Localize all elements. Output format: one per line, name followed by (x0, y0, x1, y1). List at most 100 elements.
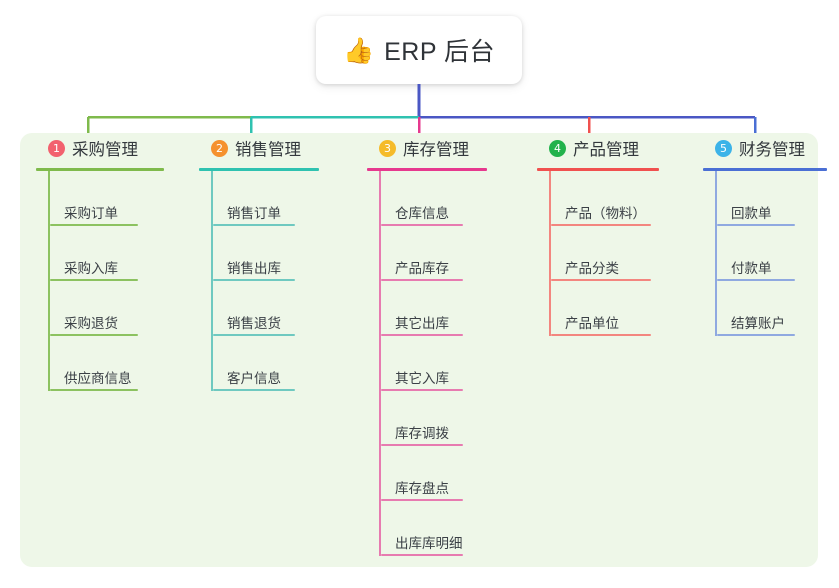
leaf-item-rule (381, 499, 463, 501)
diagram-panel: 1 采购管理采购订单采购入库采购退货供应商信息 2 销售管理销售订单销售出库销售退货客… (20, 133, 827, 567)
column-number-badge: 5 (715, 139, 732, 157)
leaf-item[interactable]: 销售退货 (213, 281, 319, 336)
leaf-item-label: 销售订单 (227, 206, 281, 221)
column-title: 库存管理 (403, 141, 469, 159)
leaf-item-rule (717, 224, 795, 226)
leaf-item[interactable]: 仓库信息 (381, 171, 487, 226)
leaf-item[interactable]: 采购入库 (50, 226, 164, 281)
thumbs-up-icon: 👍 (342, 36, 375, 65)
leaf-item-label: 产品（物料） (565, 206, 646, 221)
leaf-item[interactable]: 库存调拨 (381, 391, 487, 446)
leaf-item-label: 销售出库 (227, 261, 281, 276)
leaf-item[interactable]: 其它入库 (381, 336, 487, 391)
column-items: 销售订单销售出库销售退货客户信息 (195, 171, 319, 391)
leaf-item[interactable]: 采购订单 (50, 171, 164, 226)
leaf-item[interactable]: 供应商信息 (50, 336, 164, 391)
column-items: 采购订单采购入库采购退货供应商信息 (32, 171, 164, 391)
leaf-item[interactable]: 库存盘点 (381, 446, 487, 501)
leaf-item-label: 采购入库 (64, 261, 118, 276)
leaf-item-label: 库存调拨 (395, 426, 449, 441)
leaf-item-rule (213, 279, 295, 281)
column-rule (703, 168, 827, 171)
column-3: 3 库存管理仓库信息产品库存其它出库其它入库库存调拨库存盘点出库库明细 (363, 133, 487, 556)
column-spine (549, 171, 551, 336)
column-spine (211, 171, 213, 391)
leaf-item-rule (50, 279, 138, 281)
column-5: 5 财务管理回款单付款单结算账户 (699, 133, 827, 336)
column-spine (48, 171, 50, 391)
leaf-item-label: 销售退货 (227, 316, 281, 331)
leaf-item-label: 出库库明细 (395, 536, 463, 551)
column-header-3[interactable]: 3 库存管理 (363, 133, 487, 163)
column-number-badge: 4 (549, 139, 566, 157)
leaf-item[interactable]: 客户信息 (213, 336, 319, 391)
column-title: 销售管理 (235, 141, 301, 159)
leaf-item-rule (381, 444, 463, 446)
column-number-badge: 2 (211, 139, 228, 157)
column-items: 仓库信息产品库存其它出库其它入库库存调拨库存盘点出库库明细 (363, 171, 487, 556)
column-rule (199, 168, 319, 171)
leaf-item-rule (213, 224, 295, 226)
leaf-item-rule (381, 224, 463, 226)
column-rule (36, 168, 164, 171)
leaf-item-rule (213, 334, 295, 336)
column-header-5[interactable]: 5 财务管理 (699, 133, 827, 163)
leaf-item[interactable]: 产品分类 (551, 226, 659, 281)
leaf-item-rule (551, 334, 651, 336)
leaf-item-label: 产品单位 (565, 316, 619, 331)
leaf-item-label: 付款单 (731, 261, 772, 276)
column-header-2[interactable]: 2 销售管理 (195, 133, 319, 163)
leaf-item-rule (551, 279, 651, 281)
leaf-item-rule (551, 224, 651, 226)
leaf-item[interactable]: 销售出库 (213, 226, 319, 281)
column-spine (715, 171, 717, 336)
root-node-card: 👍 ERP 后台 (316, 16, 522, 84)
column-4: 4 产品管理产品（物料） 产品分类产品单位 (533, 133, 659, 336)
column-header-1[interactable]: 1 采购管理 (32, 133, 164, 163)
leaf-item-rule (381, 279, 463, 281)
leaf-item[interactable]: 产品（物料） (551, 171, 659, 226)
leaf-item[interactable]: 采购退货 (50, 281, 164, 336)
page-title: ERP 后台 (384, 38, 496, 66)
leaf-item-label: 结算账户 (731, 316, 785, 331)
leaf-item-label: 供应商信息 (64, 371, 132, 386)
leaf-item[interactable]: 付款单 (717, 226, 827, 281)
leaf-item[interactable]: 回款单 (717, 171, 827, 226)
leaf-item-label: 回款单 (731, 206, 772, 221)
leaf-item-rule (381, 334, 463, 336)
leaf-item-label: 其它入库 (395, 371, 449, 386)
leaf-item-label: 采购订单 (64, 206, 118, 221)
leaf-item[interactable]: 其它出库 (381, 281, 487, 336)
leaf-item-rule (717, 279, 795, 281)
leaf-item[interactable]: 销售订单 (213, 171, 319, 226)
leaf-item[interactable]: 产品库存 (381, 226, 487, 281)
leaf-item[interactable]: 结算账户 (717, 281, 827, 336)
leaf-item-label: 客户信息 (227, 371, 281, 386)
leaf-item-rule (213, 389, 295, 391)
column-header-4[interactable]: 4 产品管理 (533, 133, 659, 163)
leaf-item[interactable]: 产品单位 (551, 281, 659, 336)
column-items: 回款单付款单结算账户 (699, 171, 827, 336)
leaf-item-rule (717, 334, 795, 336)
leaf-item-label: 其它出库 (395, 316, 449, 331)
leaf-item-label: 采购退货 (64, 316, 118, 331)
leaf-item-label: 库存盘点 (395, 481, 449, 496)
leaf-item-rule (50, 224, 138, 226)
leaf-item-rule (50, 334, 138, 336)
column-title: 采购管理 (72, 141, 138, 159)
column-1: 1 采购管理采购订单采购入库采购退货供应商信息 (32, 133, 164, 391)
leaf-item-rule (50, 389, 138, 391)
leaf-item[interactable]: 出库库明细 (381, 501, 487, 556)
leaf-item-label: 仓库信息 (395, 206, 449, 221)
leaf-item-label: 产品分类 (565, 261, 619, 276)
leaf-item-label: 产品库存 (395, 261, 449, 276)
column-number-badge: 3 (379, 139, 396, 157)
column-rule (537, 168, 659, 171)
column-title: 财务管理 (739, 141, 805, 159)
column-rule (367, 168, 487, 171)
column-2: 2 销售管理销售订单销售出库销售退货客户信息 (195, 133, 319, 391)
leaf-item-rule (381, 554, 463, 556)
column-title: 产品管理 (573, 141, 639, 159)
column-number-badge: 1 (48, 139, 65, 157)
column-items: 产品（物料） 产品分类产品单位 (533, 171, 659, 336)
